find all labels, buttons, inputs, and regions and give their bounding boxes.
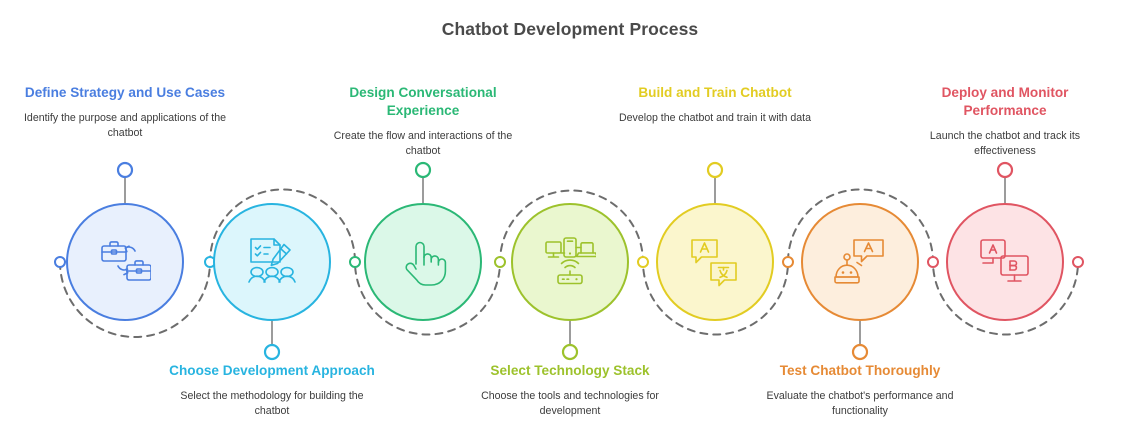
stem-marker-1-icon [116, 161, 134, 179]
process-step-node-3[interactable] [364, 203, 482, 321]
step-title-4: Select Technology Stack [490, 363, 650, 378]
step-title-5: Build and Train Chatbot [638, 85, 792, 100]
step-title-3: Design Conversational Experience [349, 85, 497, 119]
marker-3-4-icon [494, 256, 506, 268]
step-description-4: Choose the tools and technologies for de… [481, 390, 659, 417]
step-title-7: Deploy and Monitor Performance [941, 85, 1069, 119]
marker-start-icon [54, 256, 66, 268]
marker-end-icon [1072, 256, 1084, 268]
stem-marker-2-icon [263, 343, 281, 361]
step-description-2: Select the methodology for building the … [180, 390, 364, 417]
step-title-6: Test Chatbot Thoroughly [779, 363, 941, 378]
step-description-3: Create the flow and interactions of the … [333, 130, 513, 157]
stem-marker-7-icon [996, 161, 1014, 179]
step-title-2: Choose Development Approach [169, 363, 375, 378]
process-step-node-2[interactable] [213, 203, 331, 321]
marker-5-6-icon [782, 256, 794, 268]
process-step-node-4[interactable] [511, 203, 629, 321]
checklist-pencil-people-icon [248, 238, 296, 283]
step-description-5: Develop the chatbot and train it with da… [619, 112, 811, 125]
marker-2-3-icon [349, 256, 361, 268]
process-step-node-7[interactable] [946, 203, 1064, 321]
stem-marker-4-icon [561, 343, 579, 361]
briefcase-exchange-icon [101, 241, 151, 281]
process-step-node-1[interactable] [66, 203, 184, 321]
ab-testing-screens-icon [980, 239, 1029, 282]
step-description-7: Launch the chatbot and track its effecti… [929, 130, 1081, 157]
step-description-6: Evaluate the chatbot's performance and f… [766, 390, 954, 417]
translate-chat-bubbles-icon [691, 239, 737, 287]
page-title: Chatbot Development Process [441, 19, 699, 39]
devices-router-icon [545, 237, 596, 285]
process-step-node-6[interactable] [801, 203, 919, 321]
step-description-1: Identify the purpose and applications of… [23, 112, 226, 139]
stem-marker-6-icon [851, 343, 869, 361]
marker-6-7-icon [927, 256, 939, 268]
robot-speech-bubble-icon [834, 239, 884, 284]
pointing-hand-icon [405, 241, 447, 286]
process-step-node-5[interactable] [656, 203, 774, 321]
step-title-1: Define Strategy and Use Cases [24, 85, 226, 100]
stem-marker-5-icon [706, 161, 724, 179]
stem-marker-3-icon [414, 161, 432, 179]
marker-4-5-icon [637, 256, 649, 268]
